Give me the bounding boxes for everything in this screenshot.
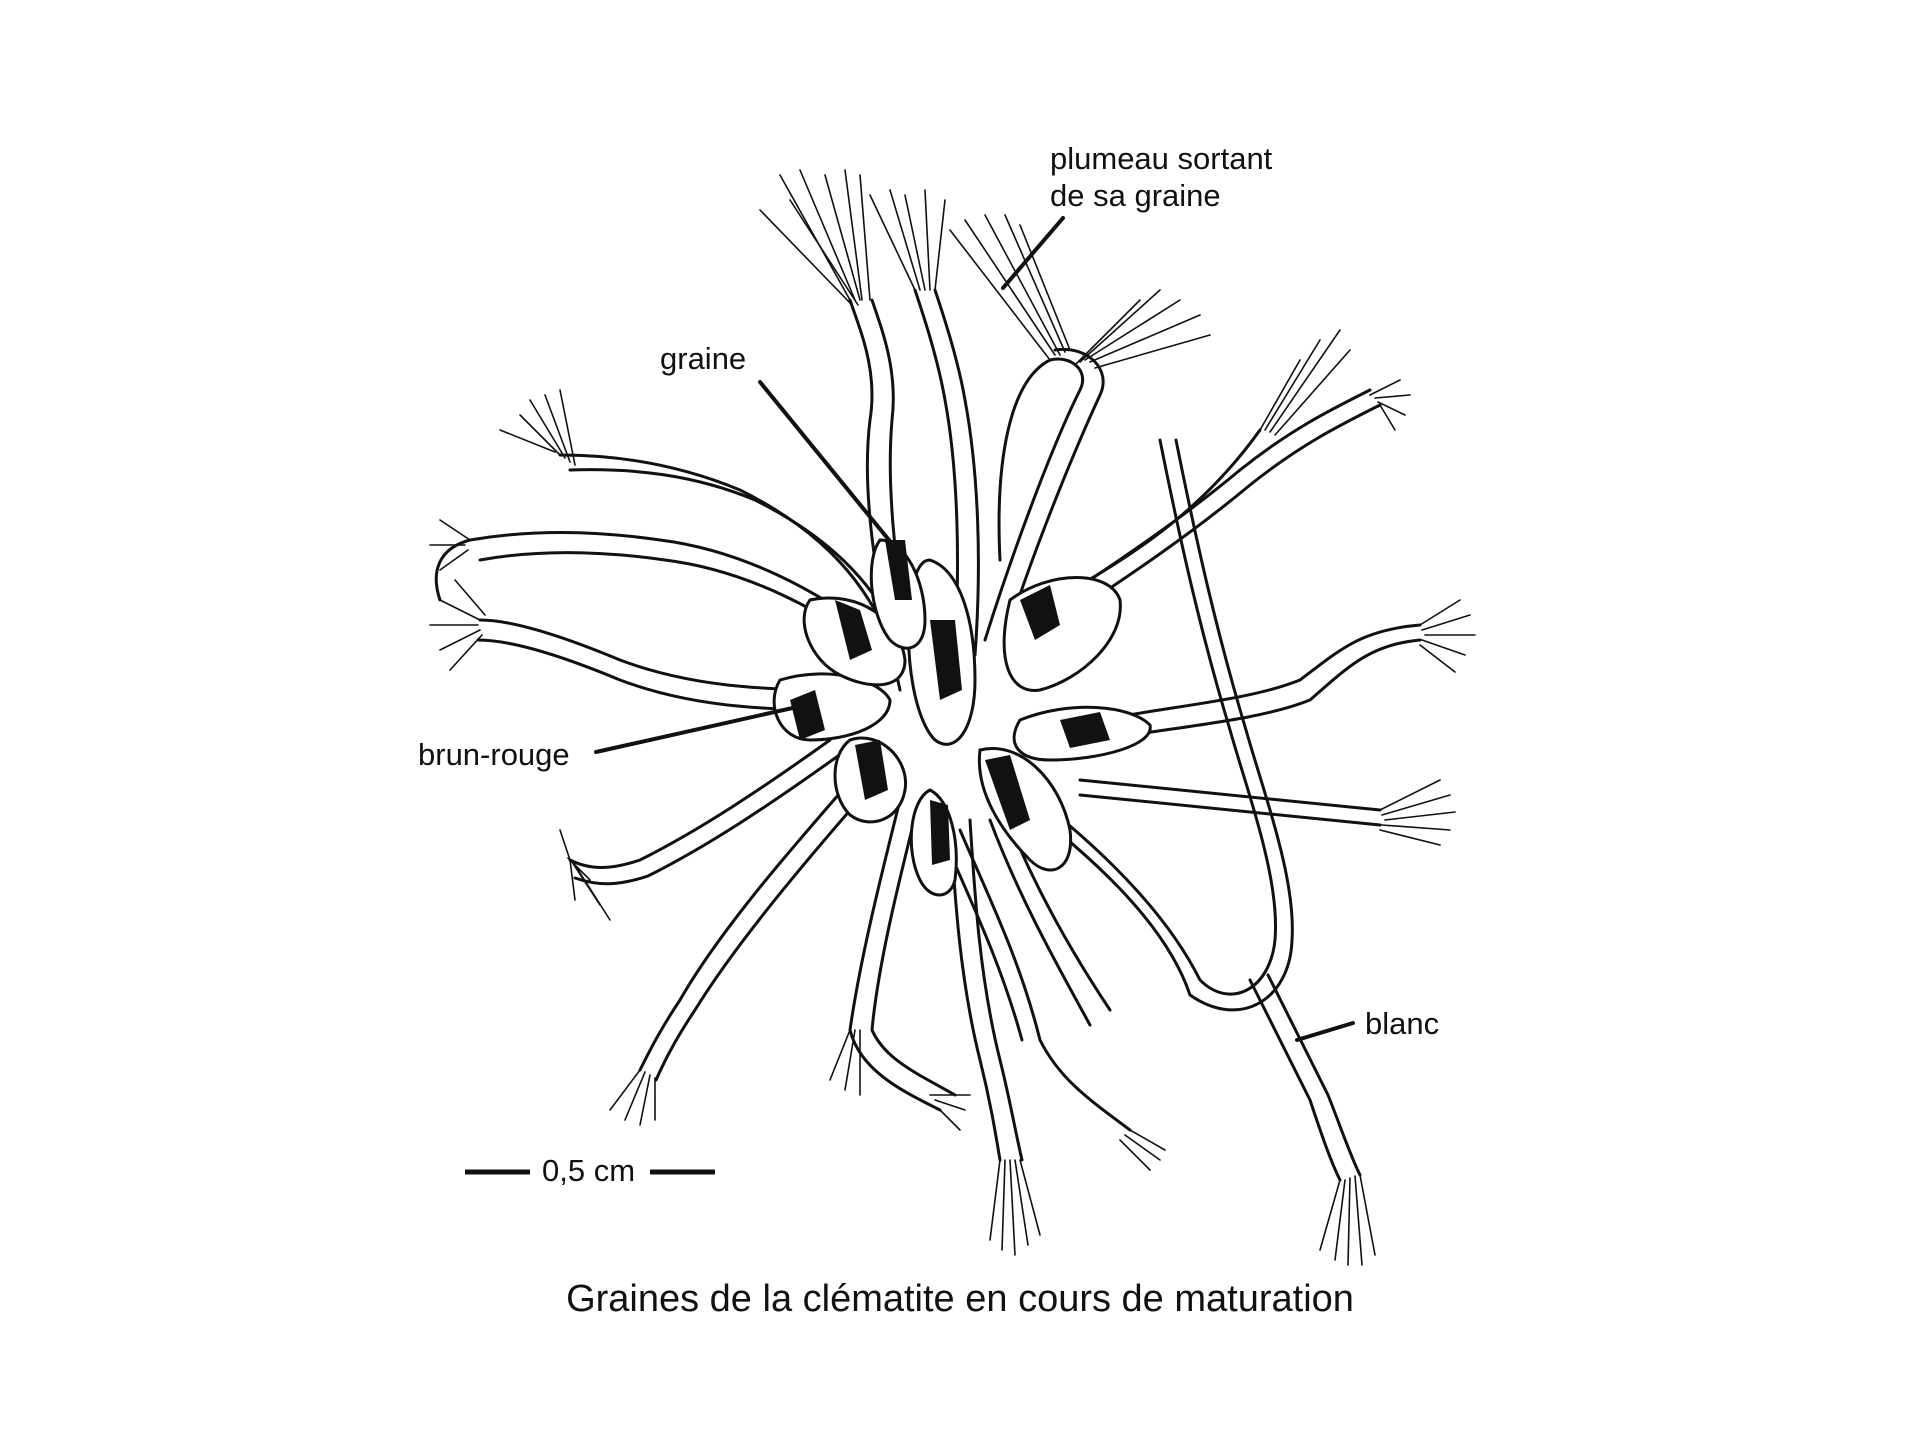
label-plumeau-line2: de sa graine <box>1050 178 1221 213</box>
figure-caption: Graines de la clématite en cours de matu… <box>566 1278 1354 1320</box>
label-blanc: blanc <box>1365 1006 1440 1041</box>
leader-graine <box>758 380 895 547</box>
leader-brun-rouge <box>594 701 817 754</box>
label-plumeau-line1: plumeau sortant <box>1050 141 1273 176</box>
label-graine: graine <box>660 341 747 376</box>
scale-bar-label: 0,5 cm <box>542 1153 636 1188</box>
leader-plumeau <box>1001 216 1065 290</box>
label-brun-rouge: brun-rouge <box>418 737 570 772</box>
plume-tufts <box>429 169 1476 1266</box>
leader-lines <box>594 216 1355 1042</box>
plume-stems <box>434 288 1422 1182</box>
leader-blanc <box>1295 1021 1355 1042</box>
